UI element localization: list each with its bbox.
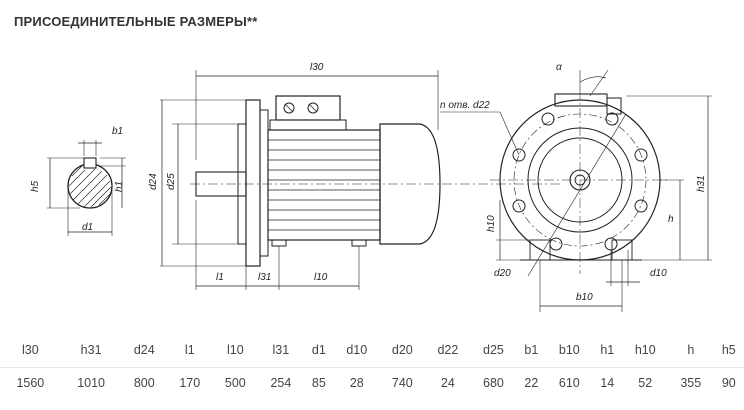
dimension-labels: b1 h5 h1 d1 l30 d24 d25 l1 l31 l10 α n о… xyxy=(30,62,707,303)
label-d20: d20 xyxy=(494,268,511,279)
label-l31: l31 xyxy=(258,272,271,283)
header-cell: d20 xyxy=(391,343,413,357)
header-cell: d1 xyxy=(311,343,326,357)
value-cell: 500 xyxy=(212,367,259,398)
header-cell: b1 xyxy=(524,343,539,357)
value-cell: 24 xyxy=(425,367,471,398)
label-alpha: α xyxy=(556,62,562,73)
header-cell: d10 xyxy=(346,343,368,357)
value-cell: 355 xyxy=(668,367,714,398)
motor-dimension-drawing: b1 h5 h1 d1 l30 d24 d25 l1 l31 l10 α n о… xyxy=(30,62,712,312)
value-cell: 22 xyxy=(516,367,547,398)
header-cell: h10 xyxy=(634,343,656,357)
table-row: 1560 1010 800 170 500 254 85 28 740 24 6… xyxy=(0,367,744,398)
value-cell: 254 xyxy=(258,367,304,398)
value-cell: 85 xyxy=(303,367,335,398)
flange-front-view xyxy=(440,69,712,312)
header-cell: h1 xyxy=(600,343,615,357)
value-cell: 740 xyxy=(379,367,426,398)
label-l30: l30 xyxy=(310,62,324,73)
table-header-row: l30 h31 d24 l1 l10 l31 d1 d10 d20 d22 d2… xyxy=(0,333,744,368)
value-cell: 680 xyxy=(470,367,517,398)
label-n-holes: n отв. d22 xyxy=(440,100,490,111)
label-b1: b1 xyxy=(112,126,123,137)
label-h: h xyxy=(668,214,674,225)
value-cell: 28 xyxy=(334,367,380,398)
label-d10: d10 xyxy=(650,268,667,279)
dimensions-table: l30 h31 d24 l1 l10 l31 d1 d10 d20 d22 d2… xyxy=(0,333,744,398)
header-cell: l31 xyxy=(272,343,290,357)
header-cell: h31 xyxy=(80,343,102,357)
label-l10: l10 xyxy=(314,272,328,283)
value-cell: 1010 xyxy=(60,367,122,398)
value-cell: 610 xyxy=(546,367,593,398)
header-cell: d24 xyxy=(133,343,155,357)
header-cell: b10 xyxy=(558,343,580,357)
header-cell: h5 xyxy=(721,343,736,357)
shaft-section xyxy=(47,140,126,236)
page-title: ПРИСОЕДИНИТЕЛЬНЫЕ РАЗМЕРЫ** xyxy=(14,14,258,29)
label-h1: h1 xyxy=(114,181,125,192)
label-d24: d24 xyxy=(148,173,159,190)
motor-side-view xyxy=(160,70,560,290)
value-cell: 90 xyxy=(713,367,744,398)
label-l1: l1 xyxy=(216,272,224,283)
header-cell: d25 xyxy=(483,343,504,357)
header-cell: l10 xyxy=(226,343,244,357)
header-cell: d22 xyxy=(437,343,459,357)
label-h31: h31 xyxy=(696,175,707,192)
label-b10: b10 xyxy=(576,292,593,303)
label-d25: d25 xyxy=(166,173,177,190)
label-h10: h10 xyxy=(486,215,497,232)
label-h5: h5 xyxy=(30,180,41,192)
value-cell: 800 xyxy=(121,367,168,398)
value-cell: 52 xyxy=(622,367,669,398)
value-cell: 14 xyxy=(592,367,623,398)
header-cell: l1 xyxy=(184,343,195,357)
header-cell: l30 xyxy=(22,343,39,357)
label-d1: d1 xyxy=(82,222,93,233)
header-cell: h xyxy=(687,343,695,357)
value-cell: 1560 xyxy=(0,367,61,398)
value-cell: 170 xyxy=(167,367,213,398)
